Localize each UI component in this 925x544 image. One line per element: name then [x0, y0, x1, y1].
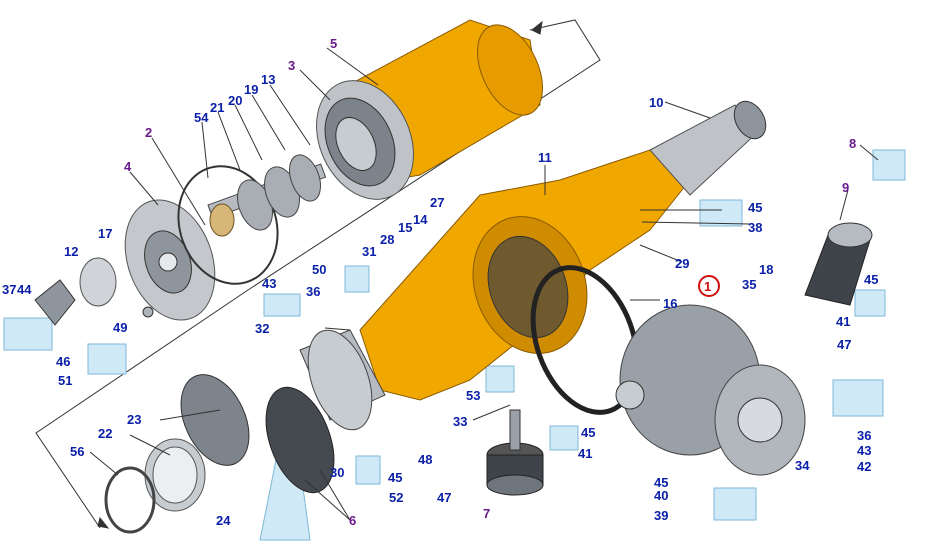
callout-45e: 45: [654, 475, 668, 490]
pump-unit: [486, 409, 544, 496]
callout-4: 4: [124, 159, 132, 174]
callout-14: 14: [413, 212, 428, 227]
callout-51: 51: [58, 373, 72, 388]
callout-46: 46: [56, 354, 70, 369]
callout-36a: 36: [306, 284, 320, 299]
callout-30: 30: [330, 465, 344, 480]
callout-23: 23: [127, 412, 141, 427]
callout-3: 3: [288, 58, 295, 73]
callout-16: 16: [663, 296, 677, 311]
callout-33: 33: [453, 414, 467, 429]
callout-54: 54: [194, 110, 209, 125]
small-cover: [34, 279, 76, 326]
callout-49: 49: [113, 320, 127, 335]
box-45-41-lower: [549, 425, 579, 451]
box-37-44: [3, 317, 53, 351]
callout-45a: 45: [748, 200, 762, 215]
callout-39: 39: [654, 508, 668, 523]
box-36-43: [832, 379, 884, 417]
callout-12: 12: [64, 244, 78, 259]
callout-41a: 41: [836, 314, 850, 329]
callout-42: 42: [857, 459, 871, 474]
callout-15: 15: [398, 220, 412, 235]
callout-47b: 47: [437, 490, 451, 505]
callout-1-group: 1: [698, 275, 720, 297]
leader-lines: [89, 47, 879, 521]
callout-45c: 45: [581, 425, 595, 440]
box-50: [344, 265, 370, 293]
callout-43a: 43: [262, 276, 276, 291]
callout-10: 10: [649, 95, 663, 110]
callout-19: 19: [244, 82, 258, 97]
callout-27: 27: [430, 195, 444, 210]
callout-32: 32: [255, 321, 269, 336]
callout-28: 28: [380, 232, 394, 247]
callout-24: 24: [216, 513, 231, 528]
assembly-guide-lines: [35, 19, 601, 529]
callout-47a: 47: [837, 337, 851, 352]
callout-35: 35: [742, 277, 756, 292]
callout-50: 50: [312, 262, 326, 277]
callout-34: 34: [795, 458, 810, 473]
wheel-hub-housing: [316, 19, 543, 200]
box-45-41: [854, 289, 886, 317]
callout-31: 31: [362, 244, 376, 259]
differential-assembly: [615, 304, 806, 476]
axle-beam-housing: [359, 149, 691, 401]
hub-shaft: [299, 329, 386, 431]
callout-17: 17: [98, 226, 112, 241]
ring-gears: [237, 154, 322, 231]
callout-18: 18: [759, 262, 773, 277]
callout-8: 8: [849, 136, 856, 151]
callout-29: 29: [675, 256, 689, 271]
callout-5: 5: [330, 36, 337, 51]
washer-49: [142, 306, 154, 318]
callout-45d: 45: [388, 470, 402, 485]
callout-56: 56: [70, 444, 84, 459]
box-39-40: [713, 487, 757, 521]
box-53: [485, 365, 515, 393]
axle-tube: [649, 100, 767, 196]
callout-48: 48: [418, 452, 432, 467]
callout-45b: 45: [864, 272, 878, 287]
box-43-36: [263, 293, 301, 317]
actuator-9: [804, 222, 873, 306]
callout-7: 7: [483, 506, 490, 521]
brake-assembly: [104, 374, 335, 534]
callout-9: 9: [842, 180, 849, 195]
gasket: [530, 265, 640, 415]
callout-38: 38: [748, 220, 762, 235]
box-8: [872, 149, 906, 181]
callout-1: 1: [704, 279, 711, 294]
box-46-51: [87, 343, 127, 375]
washer-17: [79, 257, 117, 307]
callout-52: 52: [389, 490, 403, 505]
callout-20: 20: [228, 93, 242, 108]
callout-11: 11: [538, 150, 552, 165]
callout-13: 13: [261, 72, 275, 87]
callout-36b: 36: [857, 428, 871, 443]
callout-43b: 43: [857, 443, 871, 458]
callout-21: 21: [210, 100, 224, 115]
flange-plate: [124, 199, 216, 321]
callout-22: 22: [98, 426, 112, 441]
callout-2: 2: [145, 125, 152, 140]
callout-6: 6: [349, 513, 356, 528]
box-45-38: [699, 199, 743, 227]
callout-40: 40: [654, 488, 668, 503]
callout-37: 37: [2, 282, 16, 297]
callout-53: 53: [466, 388, 480, 403]
box-45-52: [355, 455, 381, 485]
callout-41b: 41: [578, 446, 592, 461]
callout-44: 44: [17, 282, 32, 297]
